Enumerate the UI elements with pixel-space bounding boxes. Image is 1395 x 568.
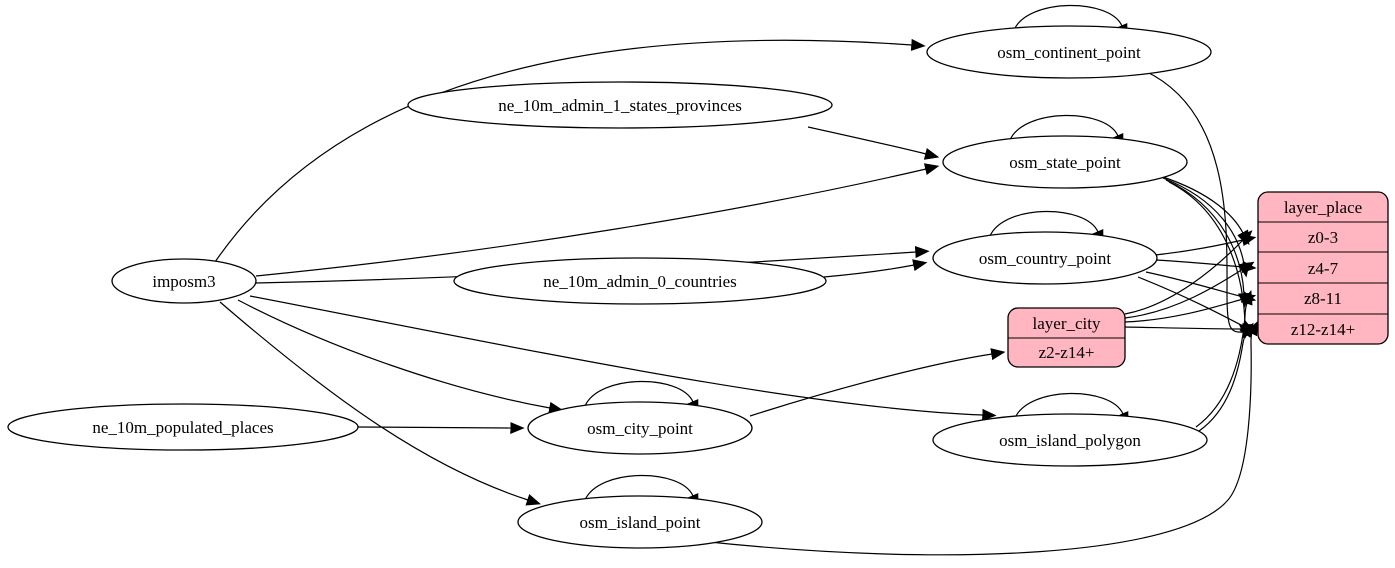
node-imposm3: imposm3 [111, 258, 257, 304]
osm_island_point-ellipse [517, 495, 763, 549]
edge-osm_country_point-to-layer_place-z8-11 [1145, 271, 1257, 303]
node-osm_island_polygon: osm_island_polygon [932, 413, 1208, 467]
ne_10m_populated_places-ellipse [7, 403, 359, 451]
edge-ne_10m_admin_0_countries-to-osm_country_point [823, 259, 928, 278]
edge-osm_continent_point-to-layer_place-z12-z14 [1144, 70, 1257, 339]
edge-imposm3-to-osm_state_point [255, 163, 940, 277]
edge-imposm3-to-osm_city_point [237, 299, 564, 414]
node-osm_island_point: osm_island_point [517, 495, 763, 549]
edge-osm_state_point-to-layer_place-z4-7 [1162, 177, 1250, 278]
node-ne_10m_populated_places: ne_10m_populated_places [7, 403, 359, 451]
layer_place-row-z0-3: z0-3 [1308, 228, 1338, 247]
node-ne_10m_admin_0_countries: ne_10m_admin_0_countries [453, 257, 827, 305]
layer_place-title: layer_place [1284, 198, 1362, 217]
osm_state_point-label: osm_state_point [1009, 153, 1121, 172]
osm_continent_point-label: osm_continent_point [997, 43, 1141, 62]
osm_island_polygon-label: osm_island_polygon [999, 431, 1141, 450]
layer_city-row-z2-z14: z2-z14+ [1039, 343, 1095, 362]
edge-imposm3-to-osm_island_polygon [249, 295, 997, 422]
edge-layer_city-to-layer_place-z12-z14 [1124, 322, 1257, 336]
record-layer_city: layer_city z2-z14+ [1007, 307, 1126, 368]
layer_place-box [1257, 191, 1389, 345]
edge-layer_city-to-layer_place-z0-3 [1124, 230, 1253, 315]
edge-osm_island_polygon-to-layer_place-z8-11 [1195, 290, 1253, 428]
edge-imposm3-to-osm_island_point [219, 301, 542, 506]
ne_10m_admin_0_countries-ellipse [453, 257, 827, 305]
ne_10m_admin_1_states_provinces-ellipse [407, 81, 833, 129]
osm_city_point-label: osm_city_point [587, 419, 693, 438]
edge-imposm3-to-osm_continent_point [214, 38, 926, 263]
edge-selfloop-osm_continent_point [1013, 4, 1128, 39]
layer_place-row-z4-7: z4-7 [1308, 259, 1339, 278]
osm_country_point-ellipse [932, 231, 1158, 285]
node-ne_10m_admin_1_states_provinces: ne_10m_admin_1_states_provinces [407, 81, 833, 129]
edge-osm_state_point-to-layer_place-z0-3 [1159, 175, 1250, 246]
ne_10m_populated_places-label: ne_10m_populated_places [92, 418, 273, 437]
edge-osm_country_point-to-layer_place-z0-3 [1154, 234, 1257, 256]
osm_country_point-label: osm_country_point [979, 249, 1111, 268]
osm_continent_point-ellipse [926, 25, 1212, 79]
edge-osm_city_point-to-layer_city-z2-z14 [749, 348, 1006, 417]
edge-ne_10m_admin_1_states_provinces-to-osm_state_point [807, 126, 940, 160]
edge-layer_city-to-layer_place-z4-7 [1124, 261, 1255, 319]
ne_10m_admin_1_states_provinces-label: ne_10m_admin_1_states_provinces [498, 96, 742, 115]
layer_place-row-z8-11: z8-11 [1304, 289, 1342, 308]
osm_city_point-ellipse [527, 401, 753, 455]
imposm3-ellipse [111, 258, 257, 304]
node-osm_continent_point: osm_continent_point [926, 25, 1212, 79]
edge-osm_country_point-to-layer_place-z12-z14 [1137, 276, 1256, 333]
edge-osm_country_point-to-layer_place-z4-7 [1154, 259, 1257, 273]
osm_island_polygon-ellipse [932, 413, 1208, 467]
osm_state_point-ellipse [942, 135, 1188, 189]
edge-selfloop-osm_island_polygon [1014, 392, 1129, 427]
osm_island_point-label: osm_island_point [580, 513, 701, 532]
edge-selfloop-osm_city_point [584, 380, 699, 415]
edge-selfloop-osm_island_point [584, 474, 699, 509]
edge-osm_island_point-to-layer_place-z12-z14 [699, 320, 1259, 556]
edge-selfloop-osm_country_point [989, 210, 1104, 245]
ne_10m_admin_0_countries-label: ne_10m_admin_0_countries [543, 272, 737, 291]
edge-layer_city-to-layer_place-z8-11 [1124, 293, 1257, 323]
layer_city-title: layer_city [1033, 314, 1101, 333]
edge-osm_island_polygon-to-layer_place-z12-z14 [1198, 322, 1254, 432]
edge-osm_state_point-to-layer_place-z8-11 [1165, 179, 1250, 308]
node-osm_country_point: osm_country_point [932, 231, 1158, 285]
edge-osm_state_point-to-layer_place-z12-z14 [1168, 181, 1252, 339]
imposm3-label: imposm3 [152, 272, 215, 291]
layer_place-row-z12-z14: z12-z14+ [1291, 320, 1355, 339]
edge-ne_10m_populated_places-to-osm_city_point [357, 421, 525, 435]
node-osm_state_point: osm_state_point [942, 135, 1188, 189]
edge-selfloop-osm_state_point [1009, 114, 1124, 149]
edge-layer [214, 4, 1259, 556]
node-osm_city_point: osm_city_point [527, 401, 753, 455]
record-layer_place: layer_place z0-3 z4-7 z8-11 z12-z14+ [1257, 191, 1389, 345]
